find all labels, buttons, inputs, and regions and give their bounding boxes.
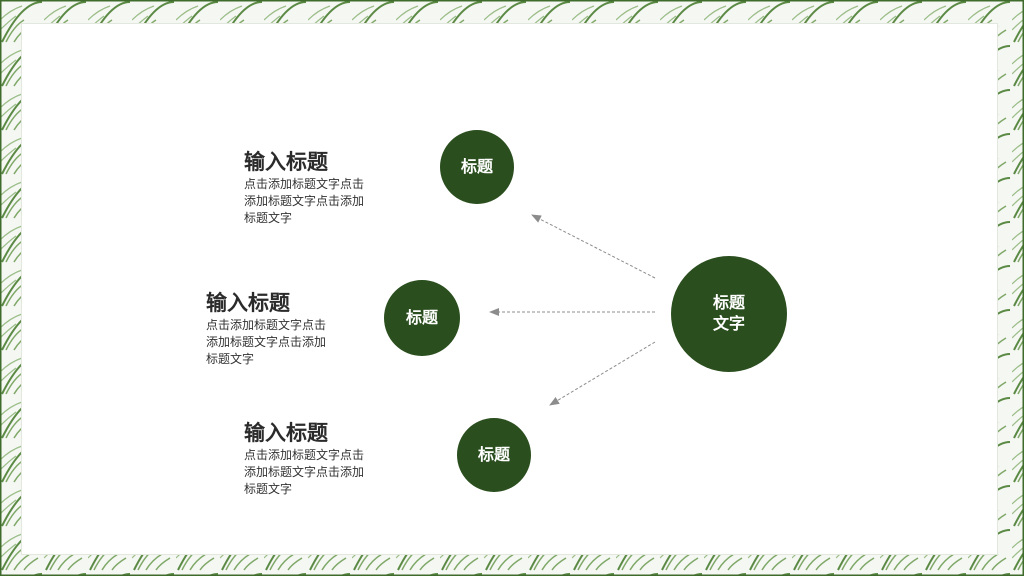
text-line: 添加标题文字点击添加 <box>244 465 365 479</box>
text-block-body: 点击添加标题文字点击 添加标题文字点击添加 标题文字 <box>244 176 404 227</box>
text-line: 标题文字 <box>244 482 293 496</box>
node-top-label: 标题 <box>460 156 493 176</box>
text-block-body: 点击添加标题文字点击 添加标题文字点击添加 标题文字 <box>244 447 404 498</box>
node-bottom: 标题 <box>457 418 531 492</box>
arrow-to-bot-node <box>549 341 656 406</box>
text-line: 标题文字 <box>206 352 255 366</box>
text-line: 点击添加标题文字点击 <box>206 318 327 332</box>
text-block-title: 输入标题 <box>206 291 290 315</box>
node-middle: 标题 <box>384 280 460 356</box>
center-node-line2: 文字 <box>712 314 745 333</box>
text-block-title: 输入标题 <box>244 421 328 445</box>
arrow-to-top-node <box>531 214 656 279</box>
text-line: 标题文字 <box>244 211 293 225</box>
text-line: 添加标题文字点击添加 <box>244 194 365 208</box>
text-block-top: 输入标题 点击添加标题文字点击 添加标题文字点击添加 标题文字 <box>244 150 404 227</box>
text-block-bottom: 输入标题 点击添加标题文字点击 添加标题文字点击添加 标题文字 <box>244 421 404 498</box>
node-bottom-label: 标题 <box>477 444 510 464</box>
node-top: 标题 <box>440 130 514 204</box>
center-node: 标题 文字 <box>671 256 787 372</box>
text-block-title: 输入标题 <box>244 150 328 174</box>
center-node-line1: 标题 <box>712 293 745 313</box>
node-middle-label: 标题 <box>405 307 438 327</box>
text-block-body: 点击添加标题文字点击 添加标题文字点击添加 标题文字 <box>206 317 366 368</box>
text-block-middle: 输入标题 点击添加标题文字点击 添加标题文字点击添加 标题文字 <box>206 291 366 368</box>
text-line: 点击添加标题文字点击 <box>244 448 365 462</box>
text-line: 添加标题文字点击添加 <box>206 335 327 349</box>
text-line: 点击添加标题文字点击 <box>244 177 365 191</box>
